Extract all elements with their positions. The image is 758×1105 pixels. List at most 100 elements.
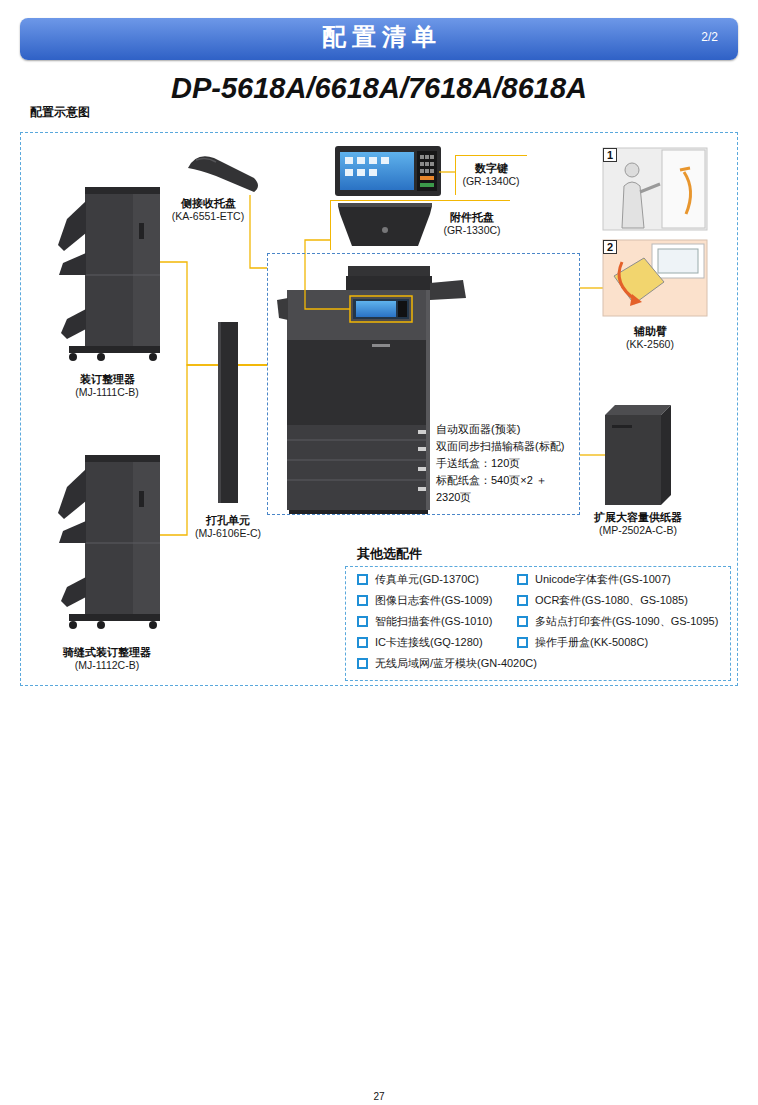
checkbox-symbol: [517, 637, 528, 648]
part-code: (KK-2560): [626, 338, 674, 351]
assist-arm: 辅助臂(KK-2560): [603, 146, 707, 317]
text-wrapper: 配置示意图: [30, 105, 90, 120]
assist-arm-photo-1: [662, 150, 705, 228]
text-wrapper: 自动双面器(预装)双面同步扫描输稿器(标配)手送纸盒：120页标配纸盒：540页…: [436, 421, 576, 506]
keypad-leader-line: [439, 171, 455, 172]
main-unit-illustration: [418, 447, 427, 451]
large-capacity-feeder: 扩展大容量供纸器(MP-2502A-C-B): [605, 402, 671, 506]
large-capacity-feeder-illustration: [605, 405, 671, 415]
spec-line: 双面同步扫描输稿器(标配): [436, 438, 564, 455]
control-panel-illustration: [420, 169, 424, 173]
checkbox-symbol: [517, 616, 528, 627]
header-band: 配置清单2/2: [20, 18, 738, 60]
option-item: OCR套件(GS-1080、GS-1085): [535, 594, 688, 607]
label-wrapper: IC卡连接线(GQ-1280): [357, 636, 483, 649]
leader-line: [580, 287, 603, 288]
assist-arm-photo-2: [658, 249, 698, 273]
leader-line: [250, 195, 267, 268]
part-name: 装订整理器: [80, 372, 135, 386]
punch-unit-illustration: [218, 322, 238, 503]
assist-arm-photo-1: [680, 168, 690, 170]
leader-line: [160, 365, 267, 535]
text-wrapper: 其他选配件: [357, 546, 422, 562]
part-code: (MJ-1111C-B): [75, 386, 139, 399]
label-wrapper: 多站点打印套件(GS-1090、GS-1095): [517, 615, 718, 628]
label-wrapper: 操作手册盒(KK-5008C): [517, 636, 648, 649]
main-unit-illustration: [418, 487, 427, 491]
option-item: 操作手册盒(KK-5008C): [535, 636, 648, 649]
control-panel-illustration: [340, 152, 414, 190]
assist-arm-photo-1: [622, 182, 644, 228]
attachment-tray-illustration: [382, 227, 388, 233]
text-wrapper: 扩展大容量供纸器(MP-2502A-C-B): [558, 510, 718, 537]
side-tray-illustration: [196, 158, 216, 162]
attachment-tray-illustration: [338, 206, 432, 246]
side-tray-illustration: [188, 156, 258, 192]
control-panel-illustration: [425, 155, 429, 159]
finisher: 装订整理器(MJ-1111C-B): [55, 183, 160, 363]
frame-heading: 配置示意图: [30, 105, 90, 120]
saddle-finisher: 骑缝式装订整理器(MJ-1112C-B): [55, 450, 160, 632]
checkbox-symbol: [357, 637, 368, 648]
checkbox-symbol: [357, 658, 368, 669]
control-panel-illustration: [381, 157, 389, 164]
text-wrapper: 打孔单元(MJ-6106E-C): [168, 513, 288, 540]
option-item: 多站点打印套件(GS-1090、GS-1095): [535, 615, 718, 628]
part-code: (GR-1340C): [462, 175, 519, 188]
checkbox-symbol: [357, 574, 368, 585]
text-wrapper: 侧接收托盘(KA-6551-ETC): [148, 196, 268, 223]
assist-arm-photo-2: [603, 240, 707, 316]
large-capacity-feeder-illustration: [661, 405, 671, 505]
large-capacity-feeder-illustration: [605, 415, 661, 505]
text-wrapper: 配置清单: [20, 18, 738, 56]
assist-arm-photo-1: [625, 163, 639, 177]
large-capacity-feeder-illustration: [612, 425, 632, 428]
control-panel-illustration: [335, 146, 441, 196]
label-wrapper: 图像日志套件(GS-1009): [357, 594, 492, 607]
main-unit-illustration: [287, 340, 430, 425]
control-panel-illustration: [425, 162, 429, 166]
assist-arm-photo-1: [640, 184, 660, 192]
main-unit-illustration: [346, 276, 432, 290]
part-code: (GR-1330C): [443, 224, 500, 237]
assist-arm-photo-1: [684, 172, 691, 214]
option-item: 图像日志套件(GS-1009): [375, 594, 492, 607]
assist-arm-photo-1: [603, 148, 707, 230]
spec-line: 自动双面器(预装): [436, 421, 520, 438]
main-unit-illustration: [426, 290, 430, 510]
text-wrapper: 数字键(GR-1340C): [456, 161, 526, 188]
main-unit-illustration: [287, 460, 430, 461]
option-item: 传真单元(GD-1370C): [375, 573, 479, 586]
checkbox-symbol: [517, 574, 528, 585]
label-wrapper: 传真单元(GD-1370C): [357, 573, 479, 586]
main-unit-illustration: [353, 299, 409, 319]
punch-unit: 打孔单元(MJ-6106E-C): [218, 322, 238, 503]
control-panel-illustration: [420, 162, 424, 166]
spec-line: 标配纸盒：540页×2 ＋2320页: [436, 472, 576, 506]
leader-line: [238, 364, 267, 365]
punch-unit-edge: [218, 322, 221, 503]
part-name: 打孔单元: [206, 513, 250, 527]
text-wrapper: 2/2: [701, 30, 718, 44]
label-wrapper: 无线局域网/蓝牙模块(GN-4020C): [357, 657, 537, 670]
main-unit-illustration: [418, 430, 427, 434]
attachment-tray-illustration: [338, 203, 432, 246]
main-unit-illustration: [356, 301, 396, 317]
model-title: DP-5618A/6618A/7618A/8618A: [171, 71, 587, 105]
label-wrapper: OCR套件(GS-1080、GS-1085): [517, 594, 688, 607]
main-unit-illustration: [289, 510, 428, 514]
part-name: 扩展大容量供纸器: [594, 510, 682, 524]
label-wrapper: Unicode字体套件(GS-1007): [517, 573, 671, 586]
main-unit-illustration: [372, 344, 390, 347]
checkbox-symbol: [357, 595, 368, 606]
control-panel-illustration: [335, 146, 441, 196]
assist-arm-photo-2: [619, 262, 636, 300]
text-wrapper: 附件托盘(GR-1330C): [435, 210, 509, 237]
control-panel-illustration: [430, 169, 434, 173]
keypad-label-box: 数字键(GR-1340C): [455, 155, 527, 195]
part-name: 数字键: [475, 161, 508, 175]
spec-line: 手送纸盒：120页: [436, 455, 520, 472]
callout-number: 2: [603, 240, 617, 254]
part-name: 辅助臂: [634, 324, 667, 338]
control-panel-illustration: [420, 183, 434, 187]
